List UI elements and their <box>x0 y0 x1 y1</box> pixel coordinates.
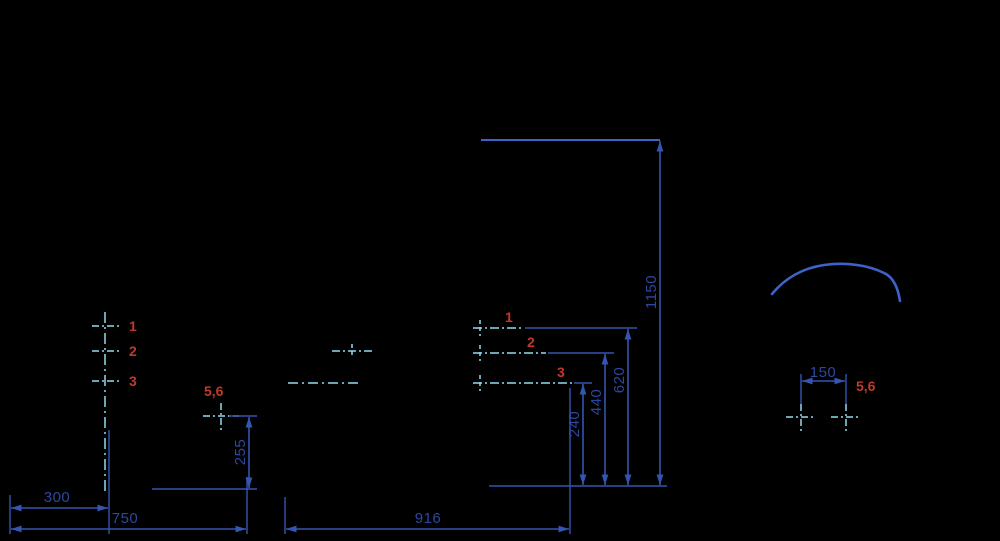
dim-value-150: 150 <box>810 364 837 381</box>
dimension-offset-left: 300 750 <box>9 430 248 534</box>
hitch-point-labels: 1 2 3 <box>505 309 565 380</box>
dimension-height-point2: 440 <box>548 352 614 485</box>
dim-value-point3: 240 <box>566 411 583 438</box>
side-point-2-label: 2 <box>129 343 137 359</box>
hitch-point-centerlines <box>473 320 573 391</box>
side-view-centerlines <box>92 312 119 492</box>
side-view-point-labels: 1 2 3 <box>129 318 137 389</box>
dimension-offset-right: 916 <box>284 388 571 534</box>
dimension-pin-height: 255 <box>152 415 257 490</box>
side-point-3-label: 3 <box>129 373 137 389</box>
hitch-point-2-label: 2 <box>527 334 535 350</box>
mid-axis-centerlines <box>288 344 373 384</box>
pin-label-side: 5,6 <box>204 383 224 399</box>
pin-side-view: 5,6 <box>203 383 239 431</box>
dim-value-750: 750 <box>112 510 139 527</box>
hitch-point-3-label: 3 <box>557 364 565 380</box>
dimension-total-height: 1150 <box>643 141 664 485</box>
dimension-height-point1: 620 <box>525 327 637 485</box>
rear-pin-centerlines <box>786 404 861 431</box>
dim-value-total-height: 1150 <box>643 275 660 309</box>
dim-value-pin-height: 255 <box>232 439 249 466</box>
side-point-1-label: 1 <box>129 318 137 334</box>
dim-value-300: 300 <box>44 489 71 506</box>
dim-value-916: 916 <box>415 510 442 527</box>
dimension-pin-spacing: 150 5,6 <box>800 364 876 404</box>
pin-label-rear: 5,6 <box>856 378 876 394</box>
hitch-point-1-label: 1 <box>505 309 513 325</box>
fender-arch-outline <box>770 262 902 303</box>
dim-value-point1: 620 <box>611 367 628 394</box>
dim-value-point2: 440 <box>588 389 605 416</box>
